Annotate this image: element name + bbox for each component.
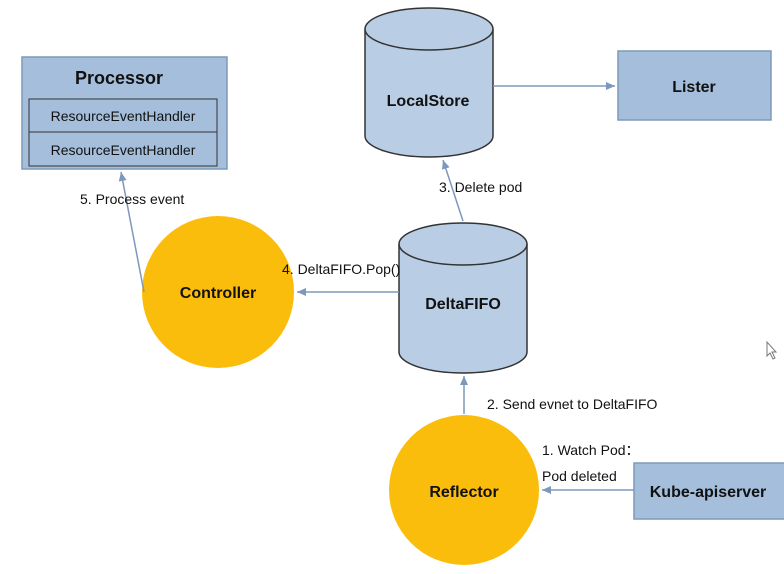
reflector-label: Reflector <box>429 484 498 501</box>
controller-circle <box>142 216 294 368</box>
edge-label-watch-pod: 1. Watch Pod： <box>542 442 640 458</box>
controller-node: Controller <box>142 216 294 368</box>
localstore-body <box>364 29 494 158</box>
localstore-label: LocalStore <box>387 93 470 110</box>
deltafifo-label: DeltaFIFO <box>425 296 501 313</box>
edge-label-delete-pod: 3. Delete pod <box>439 179 522 195</box>
edge-label-pod-deleted: Pod deleted <box>542 468 617 484</box>
resource-event-handler-row <box>28 131 218 167</box>
kube-apiserver-background <box>633 462 784 520</box>
localstore-top <box>364 7 494 51</box>
arrow-controller-to-processor <box>118 171 145 293</box>
processor-title: Processor <box>75 68 163 88</box>
mouse-pointer-icon <box>766 340 778 360</box>
reflector-node: Reflector <box>389 415 539 565</box>
deltafifo-top <box>398 222 528 266</box>
deltafifo-cylinder: DeltaFIFO <box>398 222 528 374</box>
resource-event-handler-label: ResourceEventHandler <box>51 142 196 158</box>
resource-event-handler-label: ResourceEventHandler <box>51 108 196 124</box>
lister-label: Lister <box>672 79 716 96</box>
arrow-deltafifo-to-localstore <box>442 159 464 222</box>
edge-label-process-event: 5. Process event <box>80 191 184 207</box>
edge-label-pop: 4. DeltaFIFO.Pop() <box>282 261 400 277</box>
kube-apiserver-box: Kube-apiserver <box>633 462 784 520</box>
controller-label: Controller <box>180 285 256 302</box>
reflector-circle <box>389 415 539 565</box>
localstore-cylinder: LocalStore <box>364 7 494 158</box>
processor-box: Processor ResourceEventHandler ResourceE… <box>21 56 228 170</box>
resource-event-handler-row <box>28 98 218 133</box>
edge-label-send-event: 2. Send evnet to DeltaFIFO <box>487 396 658 412</box>
deltafifo-body <box>398 244 528 374</box>
lister-background <box>617 50 772 121</box>
kube-apiserver-label: Kube-apiserver <box>650 484 767 501</box>
lister-box: Lister <box>617 50 772 121</box>
